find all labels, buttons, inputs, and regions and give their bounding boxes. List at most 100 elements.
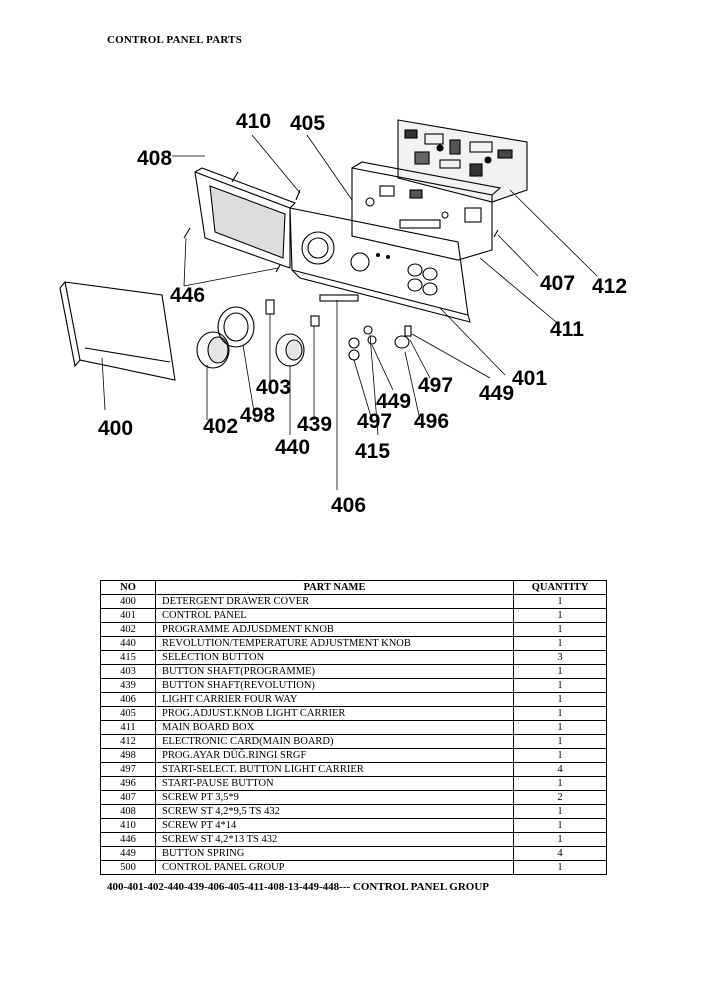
callout-401: 401 bbox=[512, 367, 547, 390]
cell-part-name: REVOLUTION/TEMPERATURE ADJUSTMENT KNOB bbox=[155, 636, 514, 651]
cell-no: 412 bbox=[100, 734, 156, 749]
cell-part-name: PROG.ADJUST.KNOB LIGHT CARRIER bbox=[155, 706, 514, 721]
callout-412: 412 bbox=[592, 275, 627, 298]
callout-406: 406 bbox=[331, 494, 366, 517]
cell-quantity: 1 bbox=[513, 734, 607, 749]
cell-part-name: START-PAUSE BUTTON bbox=[155, 776, 514, 791]
cell-no: 446 bbox=[100, 832, 156, 847]
callout-411: 411 bbox=[550, 318, 584, 341]
callout-449-right: 449 bbox=[479, 382, 514, 405]
main-board-drawing bbox=[397, 119, 528, 203]
cell-no: 439 bbox=[100, 678, 156, 693]
cell-part-name: SCREW ST 4,2*9,5 TS 432 bbox=[155, 804, 514, 819]
cell-no: 400 bbox=[100, 594, 156, 609]
cell-no: 410 bbox=[100, 818, 156, 833]
callout-449-middle: 449 bbox=[376, 390, 411, 413]
header-quantity: QUANTITY bbox=[513, 580, 607, 595]
cell-part-name: ELECTRONIC CARD(MAIN BOARD) bbox=[155, 734, 514, 749]
cell-no: 402 bbox=[100, 622, 156, 637]
cell-part-name: SELECTION BUTTON bbox=[155, 650, 514, 665]
cell-part-name: DETERGENT DRAWER COVER bbox=[155, 594, 514, 609]
control-panel-group-note: 400-401-402-440-439-406-405-411-408-13-4… bbox=[107, 881, 490, 893]
exploded-parts-diagram: 410 405 408 446 407 412 411 401 497 449 … bbox=[59, 110, 627, 517]
cell-quantity: 1 bbox=[513, 720, 607, 735]
callout-440: 440 bbox=[275, 436, 310, 459]
callout-496: 496 bbox=[414, 410, 449, 433]
cell-no: 498 bbox=[100, 748, 156, 763]
cell-quantity: 1 bbox=[513, 608, 607, 623]
cell-quantity: 1 bbox=[513, 594, 607, 609]
cell-quantity: 1 bbox=[513, 804, 607, 819]
cell-part-name: LIGHT CARRIER FOUR WAY bbox=[155, 692, 514, 707]
cell-no: 405 bbox=[100, 706, 156, 721]
cell-quantity: 1 bbox=[513, 636, 607, 651]
leader-lines bbox=[101, 134, 598, 490]
cell-no: 407 bbox=[100, 790, 156, 805]
cell-part-name: PROGRAMME ADJUSDMENT KNOB bbox=[155, 622, 514, 637]
cell-no: 440 bbox=[100, 636, 156, 651]
cell-part-name: PROG.AYAR DÜĞ.RINGI SRGF bbox=[155, 748, 514, 763]
cell-quantity: 1 bbox=[513, 678, 607, 693]
cell-part-name: CONTROL PANEL GROUP bbox=[155, 860, 514, 875]
cell-quantity: 1 bbox=[513, 664, 607, 679]
cell-no: 406 bbox=[100, 692, 156, 707]
callout-497-lower: 497 bbox=[357, 410, 392, 433]
callout-497-upper: 497 bbox=[418, 374, 453, 397]
cell-no: 449 bbox=[100, 846, 156, 861]
cell-part-name: SCREW ST 4,2*13 TS 432 bbox=[155, 832, 514, 847]
cell-part-name: BUTTON SPRING bbox=[155, 846, 514, 861]
cell-no: 415 bbox=[100, 650, 156, 665]
cell-no: 500 bbox=[100, 860, 156, 875]
cell-quantity: 1 bbox=[513, 776, 607, 791]
cell-part-name: CONTROL PANEL bbox=[155, 608, 514, 623]
cell-quantity: 1 bbox=[513, 706, 607, 721]
cell-quantity: 4 bbox=[513, 762, 607, 777]
cell-no: 401 bbox=[100, 608, 156, 623]
small-parts-drawing bbox=[183, 171, 499, 361]
cell-quantity: 4 bbox=[513, 846, 607, 861]
panel-frame-drawing bbox=[194, 167, 296, 269]
cell-part-name: BUTTON SHAFT(PROGRAMME) bbox=[155, 664, 514, 679]
callout-410: 410 bbox=[236, 110, 271, 133]
control-panel-drawing bbox=[289, 207, 471, 323]
cell-no: 408 bbox=[100, 804, 156, 819]
callout-403: 403 bbox=[256, 376, 291, 399]
knob-parts-drawing bbox=[196, 299, 320, 369]
drawer-cover-drawing bbox=[59, 281, 176, 381]
cell-part-name: MAIN BOARD BOX bbox=[155, 720, 514, 735]
header-part-name: PART NAME bbox=[155, 580, 514, 595]
cell-quantity: 1 bbox=[513, 832, 607, 847]
cell-part-name: BUTTON SHAFT(REVOLUTION) bbox=[155, 678, 514, 693]
callout-439: 439 bbox=[297, 413, 332, 436]
cell-quantity: 1 bbox=[513, 860, 607, 875]
header-no: NO bbox=[100, 580, 156, 595]
callout-400: 400 bbox=[98, 417, 133, 440]
callout-446: 446 bbox=[170, 284, 205, 307]
callout-415: 415 bbox=[355, 440, 390, 463]
callout-405: 405 bbox=[290, 112, 325, 135]
cell-part-name: SCREW PT 4*14 bbox=[155, 818, 514, 833]
cell-quantity: 1 bbox=[513, 692, 607, 707]
cell-part-name: START-SELECT. BUTTON LIGHT CARRIER bbox=[155, 762, 514, 777]
cell-no: 403 bbox=[100, 664, 156, 679]
